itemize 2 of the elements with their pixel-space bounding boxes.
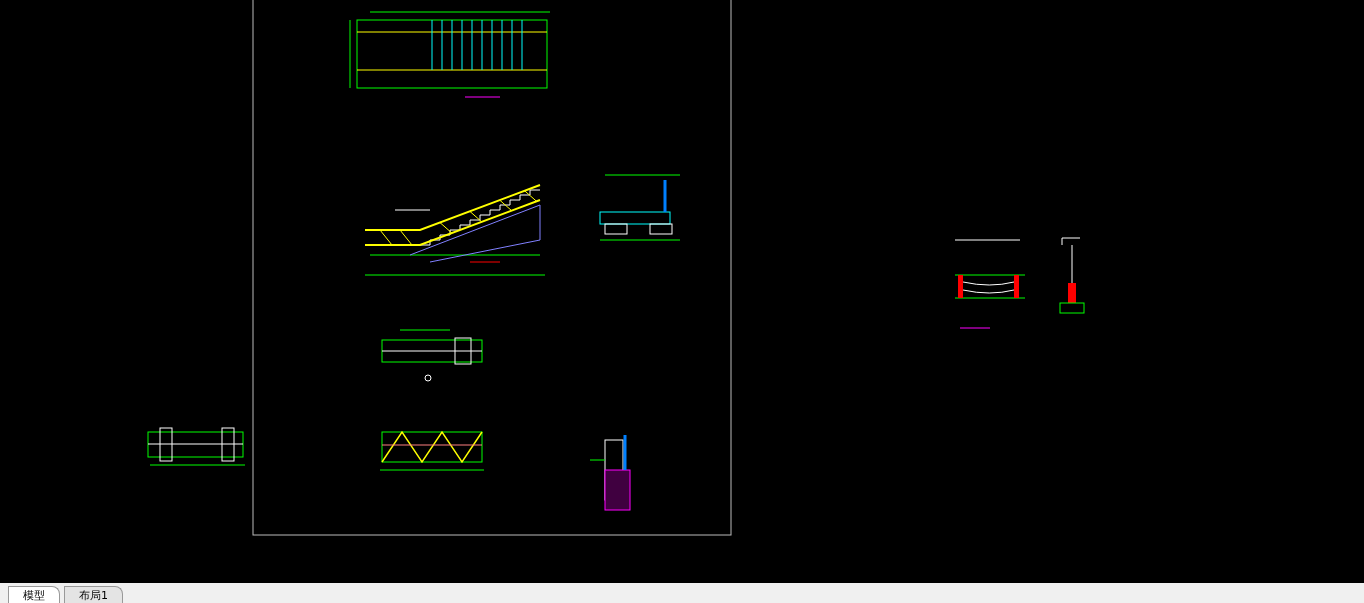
layout-tab: 模型 bbox=[8, 586, 60, 603]
layout-tab: 布局1 bbox=[64, 586, 123, 603]
